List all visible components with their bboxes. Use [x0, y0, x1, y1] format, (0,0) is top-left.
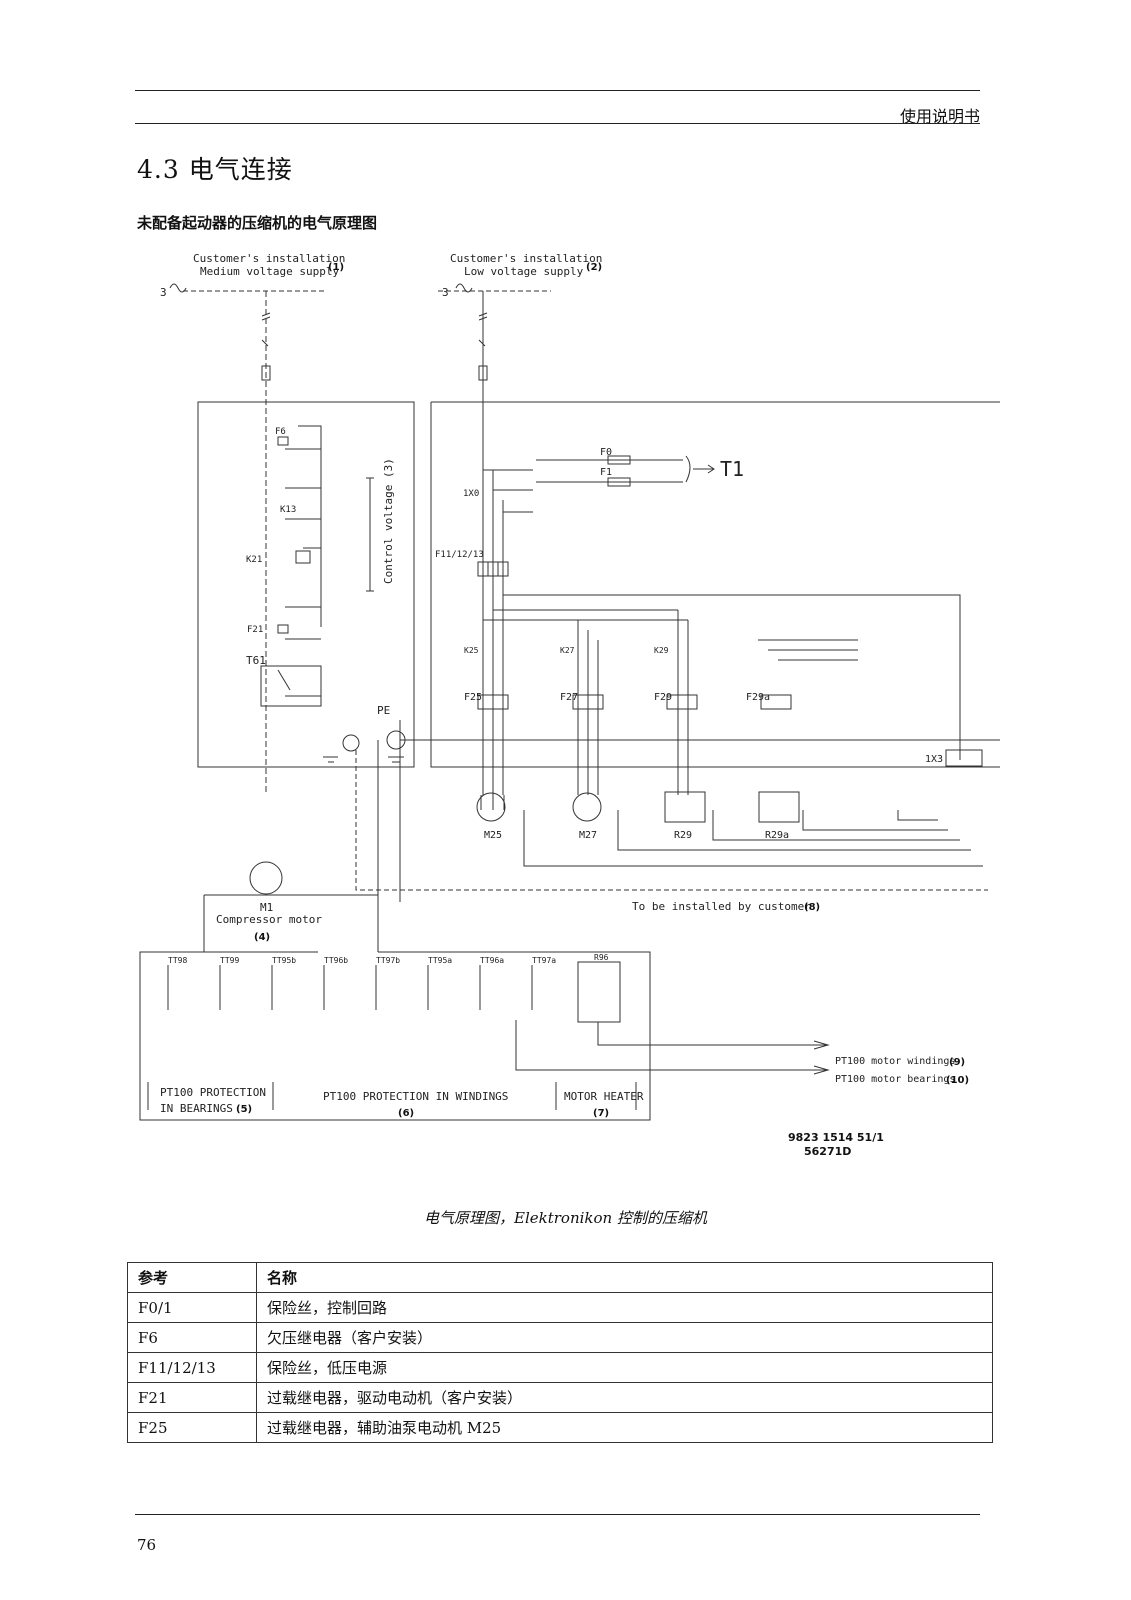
- cell-reference: F11/12/13: [127, 1352, 257, 1383]
- label-r29: R29: [674, 830, 692, 841]
- table-row: F11/12/13 保险丝，低压电源: [127, 1352, 993, 1383]
- label-sensor-tt99: TT99: [220, 956, 239, 965]
- label-f11-12-13: F11/12/13: [435, 550, 484, 560]
- label-compressor-motor: Compressor motor: [216, 913, 322, 926]
- label-prot-bearings-2: IN BEARINGS: [160, 1102, 233, 1115]
- ref-lv-supply: (2): [586, 262, 602, 273]
- label-sensor-tt97a: TT97a: [532, 956, 556, 965]
- cell-reference: F21: [127, 1382, 257, 1413]
- table-row: F6 欠压继电器（客户安装）: [127, 1322, 993, 1353]
- label-k29: K29: [654, 646, 669, 655]
- label-sensor-tt98: TT98: [168, 956, 187, 965]
- diagram-caption: 电气原理图，Elektronikon 控制的压缩机: [424, 1209, 707, 1227]
- label-sensor-tt96a: TT96a: [480, 956, 504, 965]
- mv-supply-line2: Medium voltage supply: [200, 265, 339, 278]
- label-m27: M27: [579, 830, 597, 841]
- cell-name: 过载继电器，驱动电动机（客户安装）: [256, 1382, 993, 1413]
- lv-supply-line2: Low voltage supply: [464, 265, 584, 278]
- label-f25: F25: [464, 692, 482, 703]
- label-sensor-tt95a: TT95a: [428, 956, 452, 965]
- label-f1: F1: [600, 467, 612, 478]
- label-r29a: R29a: [765, 830, 789, 841]
- label-motor-heater: MOTOR HEATER: [564, 1090, 644, 1103]
- header-reference: 参考: [127, 1262, 257, 1293]
- mv-supply-line1: Customer's installation: [193, 252, 345, 265]
- header-rule-bottom: [135, 123, 980, 124]
- lv-phase-mark: 3: [442, 286, 449, 299]
- label-sensor-tt97b: TT97b: [376, 956, 400, 965]
- footer-rule: [135, 1514, 980, 1515]
- ref-mv-supply: (1): [328, 262, 344, 273]
- ref-prot-bearings: (5): [236, 1104, 252, 1115]
- label-1x3: 1X3: [925, 754, 943, 765]
- label-pt100-bearings: PT100 motor bearings: [835, 1074, 955, 1085]
- label-k27: K27: [560, 646, 575, 655]
- lv-supply-line1: Customer's installation: [450, 252, 602, 265]
- label-m1: M1: [260, 901, 273, 914]
- label-f29: F29: [654, 692, 672, 703]
- label-control-voltage: Control voltage (3): [382, 458, 395, 584]
- ref-customer-install: (8): [804, 902, 820, 913]
- label-f29a: F29a: [746, 692, 770, 703]
- ref-pt100-bearings: (10): [946, 1075, 969, 1086]
- label-1x0: 1X0: [463, 489, 479, 499]
- table-row: F21 过载继电器，驱动电动机（客户安装）: [127, 1382, 993, 1413]
- label-k13: K13: [280, 505, 296, 515]
- label-f21: F21: [247, 625, 263, 635]
- table-row: F25 过载继电器，辅助油泵电动机 M25: [127, 1412, 993, 1443]
- mv-phase-mark: 3: [160, 286, 167, 299]
- electrical-schematic: Customer's installation Medium voltage s…: [139, 252, 1000, 1158]
- label-t61: T61: [246, 654, 266, 667]
- label-k25: K25: [464, 646, 479, 655]
- cell-reference: F6: [127, 1322, 257, 1353]
- label-sensor-r96: R96: [594, 953, 609, 962]
- header-rule-top: [135, 90, 980, 91]
- document-label: 使用说明书: [899, 107, 980, 126]
- table-header-row: 参考 名称: [127, 1262, 993, 1293]
- drawing-number: 9823 1514 51/1: [788, 1131, 884, 1144]
- diagram-subtitle: 未配备起动器的压缩机的电气原理图: [137, 214, 378, 232]
- label-t1: T1: [720, 457, 744, 481]
- label-f6: F6: [275, 427, 286, 437]
- ref-motor-heater: (7): [593, 1108, 609, 1119]
- cell-name: 过载继电器，辅助油泵电动机 M25: [256, 1412, 993, 1443]
- section-title: 4.3 电气连接: [137, 155, 293, 184]
- label-prot-bearings-1: PT100 PROTECTION: [160, 1086, 266, 1099]
- cell-name: 保险丝，低压电源: [256, 1352, 993, 1383]
- drawing-revision: 56271D: [804, 1145, 851, 1158]
- header-name: 名称: [256, 1262, 993, 1293]
- label-m25: M25: [484, 830, 502, 841]
- label-pe: PE: [377, 704, 390, 717]
- cell-reference: F25: [127, 1412, 257, 1443]
- label-sensor-tt95b: TT95b: [272, 956, 296, 965]
- ref-pt100-windings: (9): [949, 1057, 965, 1068]
- label-prot-windings: PT100 PROTECTION IN WINDINGS: [323, 1090, 508, 1103]
- page-number: 76: [137, 1536, 157, 1554]
- reference-table: 参考 名称 F0/1 保险丝，控制回路 F6 欠压继电器（客户安装） F11/1…: [127, 1262, 993, 1443]
- ref-prot-windings: (6): [398, 1108, 414, 1119]
- label-sensor-tt96b: TT96b: [324, 956, 348, 965]
- label-f0: F0: [600, 447, 612, 458]
- ref-compressor: (4): [254, 932, 270, 943]
- cell-name: 保险丝，控制回路: [256, 1292, 993, 1323]
- cell-name: 欠压继电器（客户安装）: [256, 1322, 993, 1353]
- table-row: F0/1 保险丝，控制回路: [127, 1292, 993, 1323]
- label-k21: K21: [246, 555, 262, 565]
- label-pt100-windings: PT100 motor windings: [835, 1056, 955, 1067]
- label-f27: F27: [560, 692, 578, 703]
- cell-reference: F0/1: [127, 1292, 257, 1323]
- label-customer-install: To be installed by customer: [632, 900, 811, 913]
